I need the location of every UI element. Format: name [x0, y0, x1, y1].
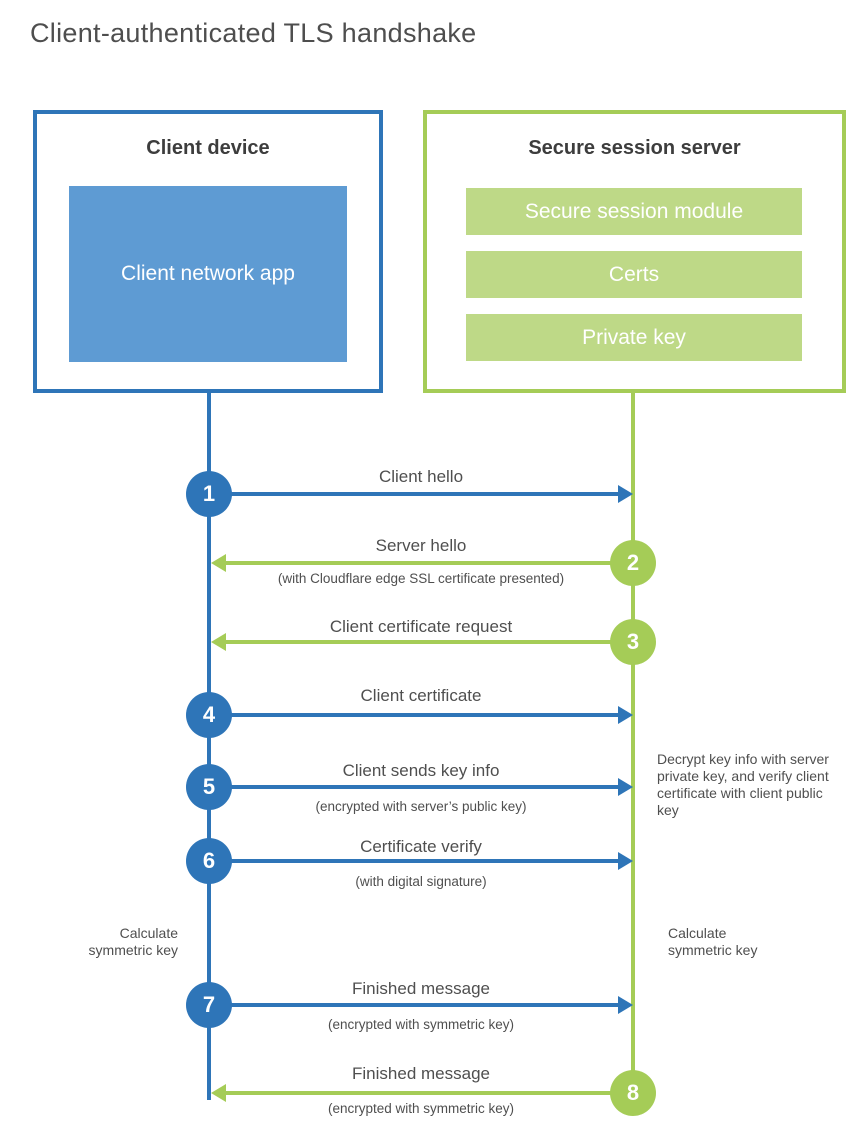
- step-2-circle: 2: [610, 540, 656, 586]
- step-2-arrowhead-icon: [211, 554, 226, 572]
- step-5-arrow: [209, 785, 619, 789]
- client-lifeline: [207, 391, 211, 1100]
- page-title: Client-authenticated TLS handshake: [30, 18, 477, 48]
- module-bar-secure-session-module: Secure session module: [466, 188, 802, 235]
- step-5-label: Client sends key info: [342, 761, 500, 780]
- server-lifeline: [631, 391, 635, 1093]
- calculate-symmetric-key-note-right: Calculate symmetric key: [668, 925, 758, 958]
- step-4-arrowhead-icon: [618, 706, 633, 724]
- step-6-label: Certificate verify: [360, 837, 482, 856]
- step-1-circle: 1: [186, 471, 232, 517]
- step-3-label: Client certificate request: [329, 617, 513, 636]
- step-5-sublabel: (encrypted with server’s public key): [315, 799, 527, 814]
- client-device-title: Client device: [146, 137, 270, 159]
- step-7-arrow: [209, 1003, 619, 1007]
- secure-session-server-title: Secure session server: [528, 137, 741, 159]
- step-3-arrowhead-icon: [211, 633, 226, 651]
- step-8-circle: 8: [610, 1070, 656, 1116]
- module-bar-certs: Certs: [466, 251, 802, 298]
- step-2-arrow: [224, 561, 633, 565]
- step-7-circle: 7: [186, 982, 232, 1028]
- step-7-arrowhead-icon: [618, 996, 633, 1014]
- step-3-circle: 3: [610, 619, 656, 665]
- step-6-arrowhead-icon: [618, 852, 633, 870]
- step-4-arrow: [209, 713, 619, 717]
- step-1-arrow: [209, 492, 619, 496]
- step-2-label: Server hello: [375, 536, 467, 555]
- step-8-label: Finished message: [352, 1064, 490, 1083]
- module-bar-private-key: Private key: [466, 314, 802, 361]
- step-8-arrowhead-icon: [211, 1084, 226, 1102]
- step-5-arrowhead-icon: [618, 778, 633, 796]
- step-8-arrow: [224, 1091, 633, 1095]
- client-network-app-box: Client network app: [69, 186, 347, 362]
- step-8-sublabel: (encrypted with symmetric key): [327, 1101, 515, 1116]
- step-5-circle: 5: [186, 764, 232, 810]
- step-1-arrowhead-icon: [618, 485, 633, 503]
- step-6-circle: 6: [186, 838, 232, 884]
- step-6-arrow: [209, 859, 619, 863]
- step-1-label: Client hello: [378, 467, 464, 486]
- calculate-symmetric-key-note-left: Calculate symmetric key: [88, 925, 178, 958]
- decrypt-note: Decrypt key info with server private key…: [657, 751, 829, 818]
- step-3-arrow: [224, 640, 633, 644]
- step-6-sublabel: (with digital signature): [355, 874, 487, 889]
- step-2-sublabel: (with Cloudflare edge SSL certificate pr…: [277, 571, 565, 586]
- client-network-app-label: Client network app: [121, 262, 295, 286]
- step-7-label: Finished message: [352, 979, 490, 998]
- step-4-circle: 4: [186, 692, 232, 738]
- step-7-sublabel: (encrypted with symmetric key): [327, 1017, 515, 1032]
- step-4-label: Client certificate: [360, 686, 482, 705]
